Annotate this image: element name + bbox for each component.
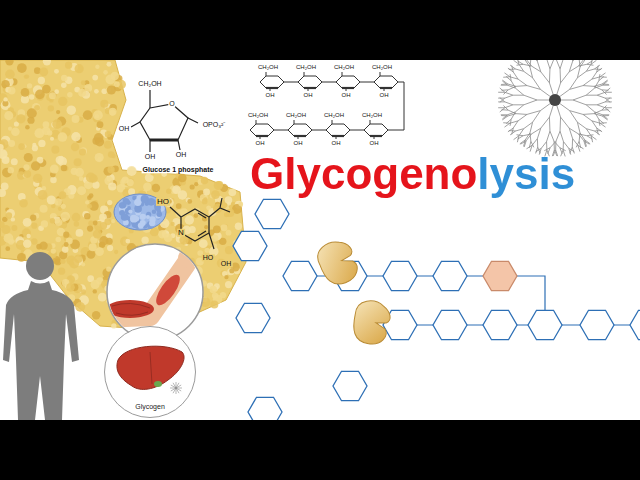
letterbox-bar — [0, 420, 640, 480]
atom-label: CH₂OH — [361, 112, 383, 118]
atom-label: OH — [265, 92, 276, 98]
atom-label: CH₂OH — [285, 112, 307, 118]
atom-label: CH₂OH — [323, 112, 345, 118]
organ-circle: Glycogen — [104, 326, 196, 418]
atom-label: HO — [202, 254, 215, 261]
glucose-hexagon — [255, 199, 289, 228]
atom-label: CH₂OH — [247, 112, 269, 118]
atom-label: CH₂OH — [257, 64, 279, 70]
atom-label: HO — [156, 198, 170, 206]
liver-illustration — [105, 327, 195, 417]
human-silhouette — [3, 252, 79, 420]
atom-label: OH — [220, 260, 233, 267]
atom-label: OH — [303, 92, 314, 98]
glucose-hexagon — [483, 310, 517, 339]
atom-label: CH₂OH — [371, 64, 393, 70]
molecule-label: Glucose 1 phosphate — [142, 166, 215, 173]
atom-label: OH — [331, 140, 342, 146]
letterbox-bar — [0, 0, 640, 60]
atom-label: CH₂OH — [333, 64, 355, 70]
glucose-hexagon — [483, 261, 517, 290]
atom-label: CH₂OH — [295, 64, 317, 70]
glucose-hexagon — [580, 310, 614, 339]
atom-label: OH — [379, 92, 390, 98]
cofactor-structure — [170, 198, 230, 249]
glucose-hexagon — [283, 261, 317, 290]
atom-label: OH — [255, 140, 266, 146]
glucose-hexagon — [233, 231, 267, 260]
atom-label: O — [168, 100, 175, 107]
title: Glycogenolysis — [250, 146, 575, 201]
glucose-hexagon — [528, 310, 562, 339]
glucose-hexagon — [236, 303, 270, 332]
enzyme — [314, 237, 362, 289]
atom-label: OH — [144, 153, 157, 160]
atom-label: OPO₃²⁻ — [202, 121, 227, 128]
atom-label: N — [177, 229, 185, 237]
atom-label: OH — [369, 140, 380, 146]
glucose-chain — [233, 199, 640, 426]
organ-label: Glycogen — [133, 403, 167, 411]
glycogen-particle — [498, 44, 612, 157]
atom-label: OH — [175, 151, 188, 158]
glucose-hexagon — [630, 310, 640, 339]
glucose-hexagon — [433, 261, 467, 290]
atom-label: OH — [341, 92, 352, 98]
glucose-structure — [131, 90, 198, 152]
glucose-hexagon — [333, 371, 367, 400]
atom-label: OH — [118, 125, 131, 132]
glucose-hexagon — [433, 310, 467, 339]
atom-label: OH — [293, 140, 304, 146]
glucose-hexagon — [383, 261, 417, 290]
atom-label: CH₂OH — [137, 80, 162, 87]
glycogen-chain-structure — [250, 72, 404, 139]
enzyme — [350, 298, 393, 347]
